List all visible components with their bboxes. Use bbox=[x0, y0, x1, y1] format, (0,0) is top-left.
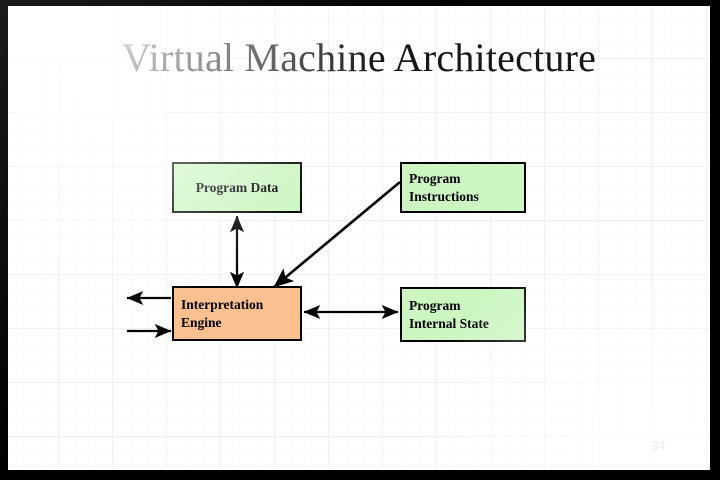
diagram-connectors bbox=[126, 181, 401, 339]
node-program-data-line-1: Program Data bbox=[195, 179, 279, 195]
node-program-internal-state-line-1: Program bbox=[409, 298, 461, 314]
node-interpretation-engine-line-2: Engine bbox=[181, 314, 222, 330]
node-program-data[interactable]: Program Data bbox=[172, 162, 302, 213]
node-program-instructions-line-1: Program bbox=[409, 171, 461, 187]
node-program-internal-state[interactable]: Program Internal State bbox=[400, 287, 526, 342]
node-interpretation-engine-line-1: Interpretation bbox=[181, 297, 264, 313]
node-program-internal-state-line-2: Internal State bbox=[409, 315, 489, 331]
slide-canvas: Virtual Machine Architecture bbox=[8, 6, 710, 470]
node-program-instructions-line-2: Instructions bbox=[409, 188, 479, 204]
architecture-diagram: Program Data Program Instructions Interp… bbox=[8, 6, 710, 470]
page-number: 34 bbox=[650, 438, 666, 453]
node-program-instructions[interactable]: Program Instructions bbox=[400, 162, 526, 213]
node-interpretation-engine[interactable]: Interpretation Engine bbox=[172, 286, 302, 341]
